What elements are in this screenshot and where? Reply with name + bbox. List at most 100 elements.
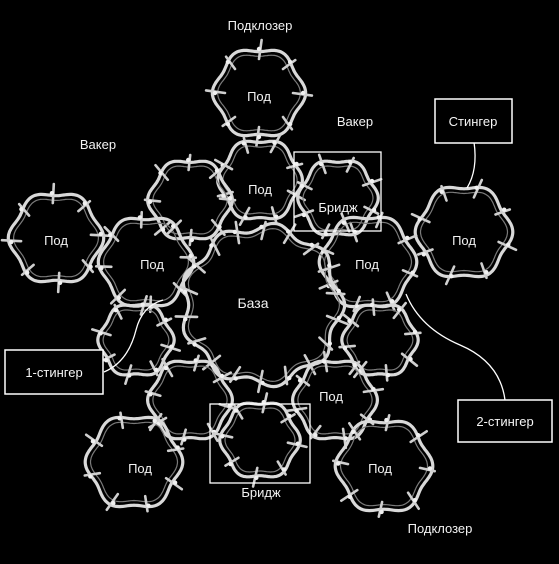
connector-node xyxy=(416,433,421,438)
spoke xyxy=(221,115,237,128)
connector-node xyxy=(158,170,163,176)
spoke xyxy=(270,206,278,224)
spoke xyxy=(256,369,264,394)
connector-node xyxy=(243,215,248,220)
connector-node xyxy=(99,265,104,271)
spoke xyxy=(187,153,192,172)
connector-node xyxy=(221,193,226,199)
pod-inner-left-label: Под xyxy=(140,257,164,272)
pod-mid-left-ring-inner-outline xyxy=(102,309,170,371)
connector-node xyxy=(209,243,214,248)
spoke xyxy=(17,202,31,217)
bridge-lower-label: Бридж xyxy=(241,485,281,500)
connector-node xyxy=(233,408,239,413)
stinger-pod-label: Под xyxy=(452,233,476,248)
base-label: База xyxy=(237,295,268,311)
connector-node xyxy=(261,400,266,405)
connector-node xyxy=(301,212,307,218)
connector-node xyxy=(217,224,222,230)
connector-node xyxy=(214,168,220,173)
connector-node xyxy=(309,242,314,248)
connector-node xyxy=(421,252,426,257)
connector-node xyxy=(323,231,329,237)
connector-node xyxy=(336,288,341,294)
connector-node xyxy=(160,227,166,232)
bridge-lower-frame xyxy=(209,403,311,484)
pod-mid-left-ring xyxy=(91,294,181,386)
stinger-1-callout-label: 1-стингер xyxy=(25,365,82,380)
spoke xyxy=(480,262,488,280)
spoke xyxy=(371,298,376,317)
connector-node xyxy=(287,121,293,127)
connector-node xyxy=(300,90,306,96)
spoke xyxy=(309,424,322,440)
spoke xyxy=(143,494,149,513)
spoke xyxy=(276,460,287,476)
connector-node xyxy=(389,299,395,304)
connector-node xyxy=(117,416,122,421)
spoke xyxy=(210,237,221,256)
connector-node xyxy=(273,214,279,219)
spoke xyxy=(180,428,187,446)
connector-node xyxy=(82,201,88,206)
connector-node xyxy=(148,392,153,397)
connector-node xyxy=(88,474,93,479)
spoke xyxy=(83,471,102,477)
spoke xyxy=(143,198,162,203)
spoke xyxy=(179,285,199,296)
connector-node xyxy=(182,437,187,442)
base-ring-outline xyxy=(181,221,347,389)
connector-node xyxy=(351,429,356,434)
spoke xyxy=(81,259,95,274)
spoke xyxy=(260,220,267,241)
connector-node xyxy=(225,121,231,127)
pod-inner-right-label: Под xyxy=(355,257,379,272)
connector-node xyxy=(287,59,293,65)
connector-node xyxy=(484,270,489,275)
connector-node xyxy=(286,229,291,234)
connector-node xyxy=(385,372,391,378)
spoke xyxy=(156,317,173,327)
connector-node xyxy=(347,159,353,165)
pod-lower-mid-left-ring-outline xyxy=(145,359,235,441)
bridge-lower-ring-outline xyxy=(218,401,302,479)
connector-node xyxy=(186,157,191,163)
connector-node xyxy=(427,466,433,471)
connector-node xyxy=(369,178,375,184)
pod-mid-right-ring xyxy=(338,298,422,382)
connector-node xyxy=(220,434,225,439)
spoke xyxy=(233,404,244,420)
podcloser-top-label: Подклозер xyxy=(228,18,293,33)
connector-node xyxy=(412,329,418,335)
bridge-upper-ring-outline xyxy=(296,159,380,237)
spoke xyxy=(77,199,92,213)
connector-node xyxy=(318,161,324,167)
stinger-1-leader xyxy=(103,299,164,373)
spoke xyxy=(295,374,311,387)
pod-lower-right-upper-label: Под xyxy=(319,389,343,404)
spoke xyxy=(384,363,389,382)
connector-node xyxy=(295,441,300,446)
pod-top-ring xyxy=(204,38,314,148)
spoke xyxy=(352,295,362,313)
connector-node xyxy=(111,500,116,506)
spoke xyxy=(377,500,384,519)
pod-top-ring-outline xyxy=(210,48,308,138)
connector-node xyxy=(297,378,303,383)
pod-inner-left-ring-outline xyxy=(96,216,196,308)
connector-node xyxy=(188,253,193,259)
spoke xyxy=(242,136,250,154)
connector-node xyxy=(396,307,402,312)
stinger-callout-label: Стингер xyxy=(449,114,498,129)
spoke xyxy=(281,115,294,131)
stinger-2-callout-label: 2-стингер xyxy=(476,414,533,429)
connector-node xyxy=(281,467,287,472)
connector-node xyxy=(502,207,507,212)
bridge-lower-ring xyxy=(212,392,308,488)
connector-node xyxy=(9,239,14,245)
bridge-lower-ring-inner-outline xyxy=(224,407,296,473)
pod-stinger-ring xyxy=(410,178,518,286)
connector-node xyxy=(327,263,332,268)
spoke xyxy=(325,291,346,296)
